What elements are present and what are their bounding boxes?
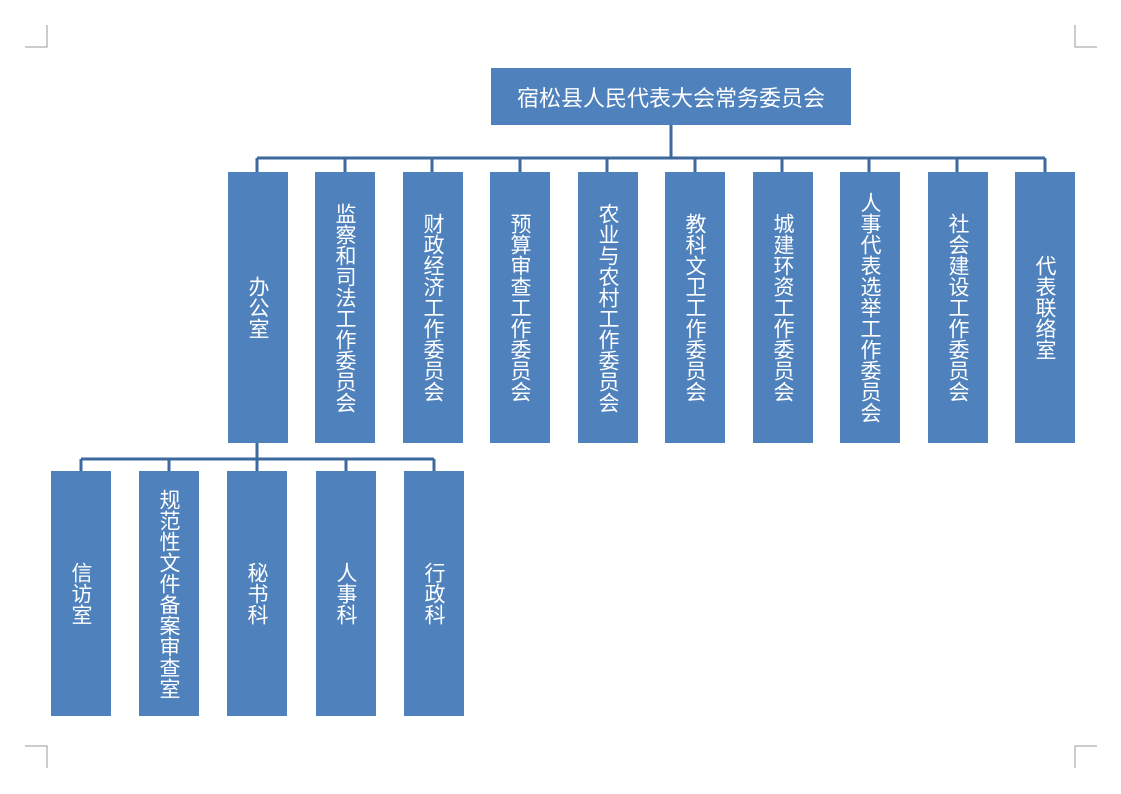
committee-label: 财政经济工作委员会 bbox=[421, 213, 445, 402]
root-node: 宿松县人民代表大会常务委员会 bbox=[491, 68, 851, 125]
committee-node-office: 办公室 bbox=[228, 172, 288, 443]
committee-node-finance-economy: 财政经济工作委员会 bbox=[403, 172, 463, 443]
section-node-administration: 行政科 bbox=[404, 471, 464, 716]
committee-label: 人事代表选举工作委员会 bbox=[858, 192, 882, 423]
committee-node-personnel-election: 人事代表选举工作委员会 bbox=[840, 172, 900, 443]
committee-node-deputy-liaison: 代表联络室 bbox=[1015, 172, 1075, 443]
committee-node-education-culture-health: 教科文卫工作委员会 bbox=[665, 172, 725, 443]
committee-label: 农业与农村工作委员会 bbox=[596, 202, 620, 413]
section-label: 秘书科 bbox=[245, 562, 269, 625]
section-node-normative-docs: 规范性文件备案审查室 bbox=[139, 471, 199, 716]
root-label: 宿松县人民代表大会常务委员会 bbox=[516, 86, 825, 112]
corner-mark-top-right bbox=[1074, 25, 1097, 48]
section-label: 行政科 bbox=[422, 562, 446, 625]
section-label: 信访室 bbox=[69, 562, 93, 625]
committee-label: 代表联络室 bbox=[1033, 255, 1057, 360]
committee-label: 城建环资工作委员会 bbox=[771, 213, 795, 402]
section-label: 规范性文件备案审查室 bbox=[157, 488, 181, 699]
committee-label: 教科文卫工作委员会 bbox=[683, 213, 707, 402]
committee-label: 办公室 bbox=[246, 276, 270, 339]
page-corner-marks bbox=[25, 25, 1097, 768]
section-node-personnel: 人事科 bbox=[316, 471, 376, 716]
committee-node-social-construction: 社会建设工作委员会 bbox=[928, 172, 988, 443]
corner-mark-bottom-right bbox=[1074, 745, 1097, 768]
section-label: 人事科 bbox=[334, 562, 358, 625]
section-node-secretariat: 秘书科 bbox=[227, 471, 287, 716]
committee-node-agriculture: 农业与农村工作委员会 bbox=[578, 172, 638, 443]
committee-node-urban-environment: 城建环资工作委员会 bbox=[753, 172, 813, 443]
committee-label: 监察和司法工作委员会 bbox=[333, 202, 357, 413]
section-node-petition: 信访室 bbox=[51, 471, 111, 716]
corner-mark-bottom-left bbox=[25, 745, 48, 768]
committee-node-budget-review: 预算审查工作委员会 bbox=[490, 172, 550, 443]
committee-label: 社会建设工作委员会 bbox=[946, 213, 970, 402]
committee-label: 预算审查工作委员会 bbox=[508, 213, 532, 402]
committee-node-supervision-judicial: 监察和司法工作委员会 bbox=[315, 172, 375, 443]
corner-mark-top-left bbox=[25, 25, 48, 48]
